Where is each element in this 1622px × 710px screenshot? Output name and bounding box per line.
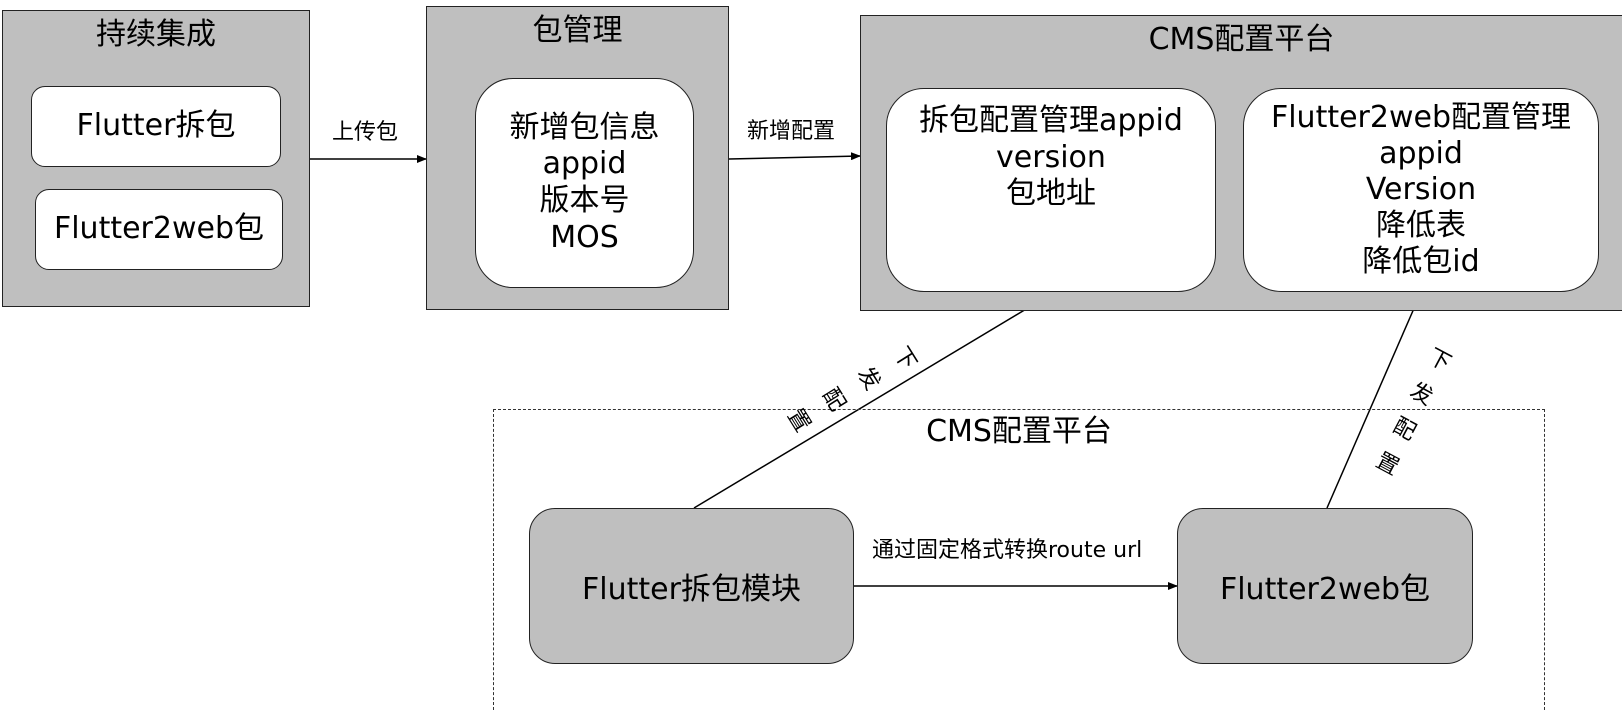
flutter2web-label: Flutter2web包 [53,211,265,247]
dispatch-left-char: 发 [851,362,885,395]
split-config-card: 拆包配置管理appid version 包地址 [886,88,1216,292]
web-config-line: appid [1379,136,1463,171]
flutter-split-card: Flutter拆包 [31,86,281,167]
cms-panel-title: CMS配置平台 [1148,22,1335,57]
dispatch-left-char: 下 [887,342,921,375]
pkg-panel: 包管理 新增包信息 appid 版本号 MOS [426,6,729,310]
pkg-info-line: 版本号 [539,183,630,218]
dispatch-right-char: 发 [1405,378,1437,411]
pkg-info-line: MOS [550,219,619,255]
dispatch-right-char: 下 [1423,344,1455,377]
flutter2web-package: Flutter2web包 [1177,508,1473,664]
web-config-line: 降低包id [1362,244,1480,279]
convert-label: 通过固定格式转换route url [872,538,1143,563]
upload-label: 上传包 [332,120,399,145]
ci-panel: 持续集成 Flutter拆包 Flutter2web包 [2,10,310,307]
flutter2web-package-label: Flutter2web包 [1219,572,1431,607]
flutter-split-module: Flutter拆包模块 [529,508,854,664]
bottom-group-title: CMS配置平台 [926,414,1112,449]
web-config-card: Flutter2web配置管理 appid Version 降低表 降低包id [1243,88,1599,292]
cms-panel: CMS配置平台 拆包配置管理appid version 包地址 Flutter2… [860,15,1622,311]
split-config-line: 拆包配置管理appid [919,103,1183,138]
split-config-line: 包地址 [1006,176,1096,212]
split-config-line: version [996,139,1106,175]
flutter-split-label: Flutter拆包 [76,108,236,144]
pkg-info-card: 新增包信息 appid 版本号 MOS [475,78,694,288]
pkg-info-line: appid [542,146,627,182]
web-config-line: Flutter2web配置管理 [1270,100,1572,135]
arrow-add-config [728,152,861,161]
bottom-group: CMS配置平台 [493,409,1545,710]
pkg-panel-title: 包管理 [532,13,623,48]
ci-panel-title: 持续集成 [96,17,216,52]
web-config-line: Version [1365,172,1477,207]
add-config-label: 新增配置 [747,119,836,144]
flutter-split-module-label: Flutter拆包模块 [582,572,801,607]
flutter2web-card: Flutter2web包 [35,189,283,270]
pkg-info-line: 新增包信息 [509,109,660,145]
web-config-line: 降低表 [1376,208,1466,243]
